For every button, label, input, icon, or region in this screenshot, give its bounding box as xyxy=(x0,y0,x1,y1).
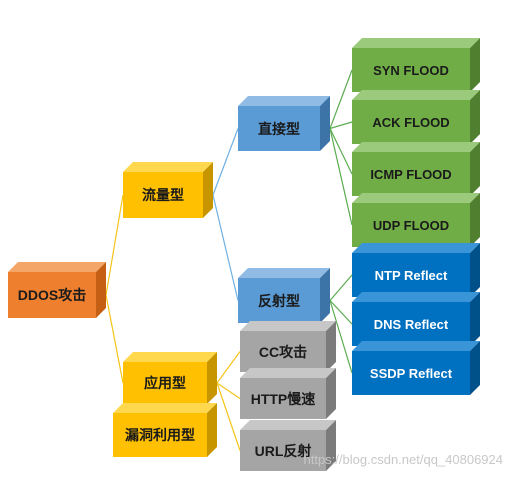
node-top-face xyxy=(352,38,480,48)
node-top-face xyxy=(240,420,336,430)
connector-line xyxy=(329,128,353,226)
node-top-face xyxy=(238,268,330,278)
connector-line xyxy=(216,382,241,399)
node-udp-flood[interactable]: UDP FLOOD xyxy=(352,193,480,247)
node-url-reflect[interactable]: URL反射 xyxy=(240,420,336,471)
connector-line xyxy=(329,300,353,325)
node-dns-reflect[interactable]: DNS Reflect xyxy=(352,292,480,346)
connector-line xyxy=(329,69,353,129)
node-side-face xyxy=(203,162,213,218)
node-label: ICMP FLOOD xyxy=(352,152,470,196)
node-direct-type[interactable]: 直接型 xyxy=(238,96,330,151)
node-side-face xyxy=(326,368,336,419)
node-label: DDOS攻击 xyxy=(8,272,96,318)
node-top-face xyxy=(352,243,480,253)
connector-line xyxy=(329,128,353,175)
node-label: DNS Reflect xyxy=(352,302,470,346)
node-label: URL反射 xyxy=(240,430,326,471)
node-label: 流量型 xyxy=(123,172,203,218)
node-side-face xyxy=(326,420,336,471)
node-traffic-type[interactable]: 流量型 xyxy=(123,162,213,218)
connector-line xyxy=(329,274,353,301)
node-http-slow[interactable]: HTTP慢速 xyxy=(240,368,336,419)
node-top-face xyxy=(238,96,330,106)
connector-line xyxy=(105,294,124,384)
node-side-face xyxy=(470,142,480,196)
node-side-face xyxy=(96,262,106,318)
node-icmp-flood[interactable]: ICMP FLOOD xyxy=(352,142,480,196)
node-top-face xyxy=(8,262,106,272)
node-top-face xyxy=(123,162,213,172)
node-syn-flood[interactable]: SYN FLOOD xyxy=(352,38,480,92)
node-label: 直接型 xyxy=(238,106,320,151)
node-label: NTP Reflect xyxy=(352,253,470,297)
connector-line xyxy=(212,194,239,301)
connector-line xyxy=(105,194,124,296)
watermark-url: https://blog.csdn.net/qq_40806924 xyxy=(303,452,504,467)
node-top-face xyxy=(352,341,480,351)
node-label: 应用型 xyxy=(123,362,207,404)
node-side-face xyxy=(470,243,480,297)
node-top-face xyxy=(123,352,217,362)
connector-line xyxy=(329,300,353,374)
node-label: UDP FLOOD xyxy=(352,203,470,247)
node-cc-attack[interactable]: CC攻击 xyxy=(240,321,336,372)
node-side-face xyxy=(470,38,480,92)
node-side-face xyxy=(470,341,480,395)
node-side-face xyxy=(320,268,330,323)
node-top-face xyxy=(352,90,480,100)
node-label: 反射型 xyxy=(238,278,320,323)
node-top-face xyxy=(240,321,336,331)
node-top-face xyxy=(240,368,336,378)
node-top-face xyxy=(113,403,217,413)
connector-line xyxy=(216,382,241,451)
node-side-face xyxy=(320,96,330,151)
node-ssdp-reflect[interactable]: SSDP Reflect xyxy=(352,341,480,395)
node-vulnerability-type[interactable]: 漏洞利用型 xyxy=(113,403,217,457)
node-label: HTTP慢速 xyxy=(240,378,326,419)
node-label: SSDP Reflect xyxy=(352,351,470,395)
node-top-face xyxy=(352,193,480,203)
node-side-face xyxy=(326,321,336,372)
node-side-face xyxy=(470,292,480,346)
connector-line xyxy=(212,128,239,196)
node-ntp-reflect[interactable]: NTP Reflect xyxy=(352,243,480,297)
node-label: 漏洞利用型 xyxy=(113,413,207,457)
node-side-face xyxy=(207,403,217,457)
connector-line xyxy=(216,351,241,384)
node-side-face xyxy=(470,90,480,144)
node-side-face xyxy=(207,352,217,404)
node-application-type[interactable]: 应用型 xyxy=(123,352,217,404)
node-label: SYN FLOOD xyxy=(352,48,470,92)
connector-line xyxy=(329,121,353,130)
node-top-face xyxy=(352,292,480,302)
node-side-face xyxy=(470,193,480,247)
node-label: ACK FLOOD xyxy=(352,100,470,144)
node-reflect-type[interactable]: 反射型 xyxy=(238,268,330,323)
node-top-face xyxy=(352,142,480,152)
node-label: CC攻击 xyxy=(240,331,326,372)
node-ddos-attack[interactable]: DDOS攻击 xyxy=(8,262,106,318)
node-ack-flood[interactable]: ACK FLOOD xyxy=(352,90,480,144)
